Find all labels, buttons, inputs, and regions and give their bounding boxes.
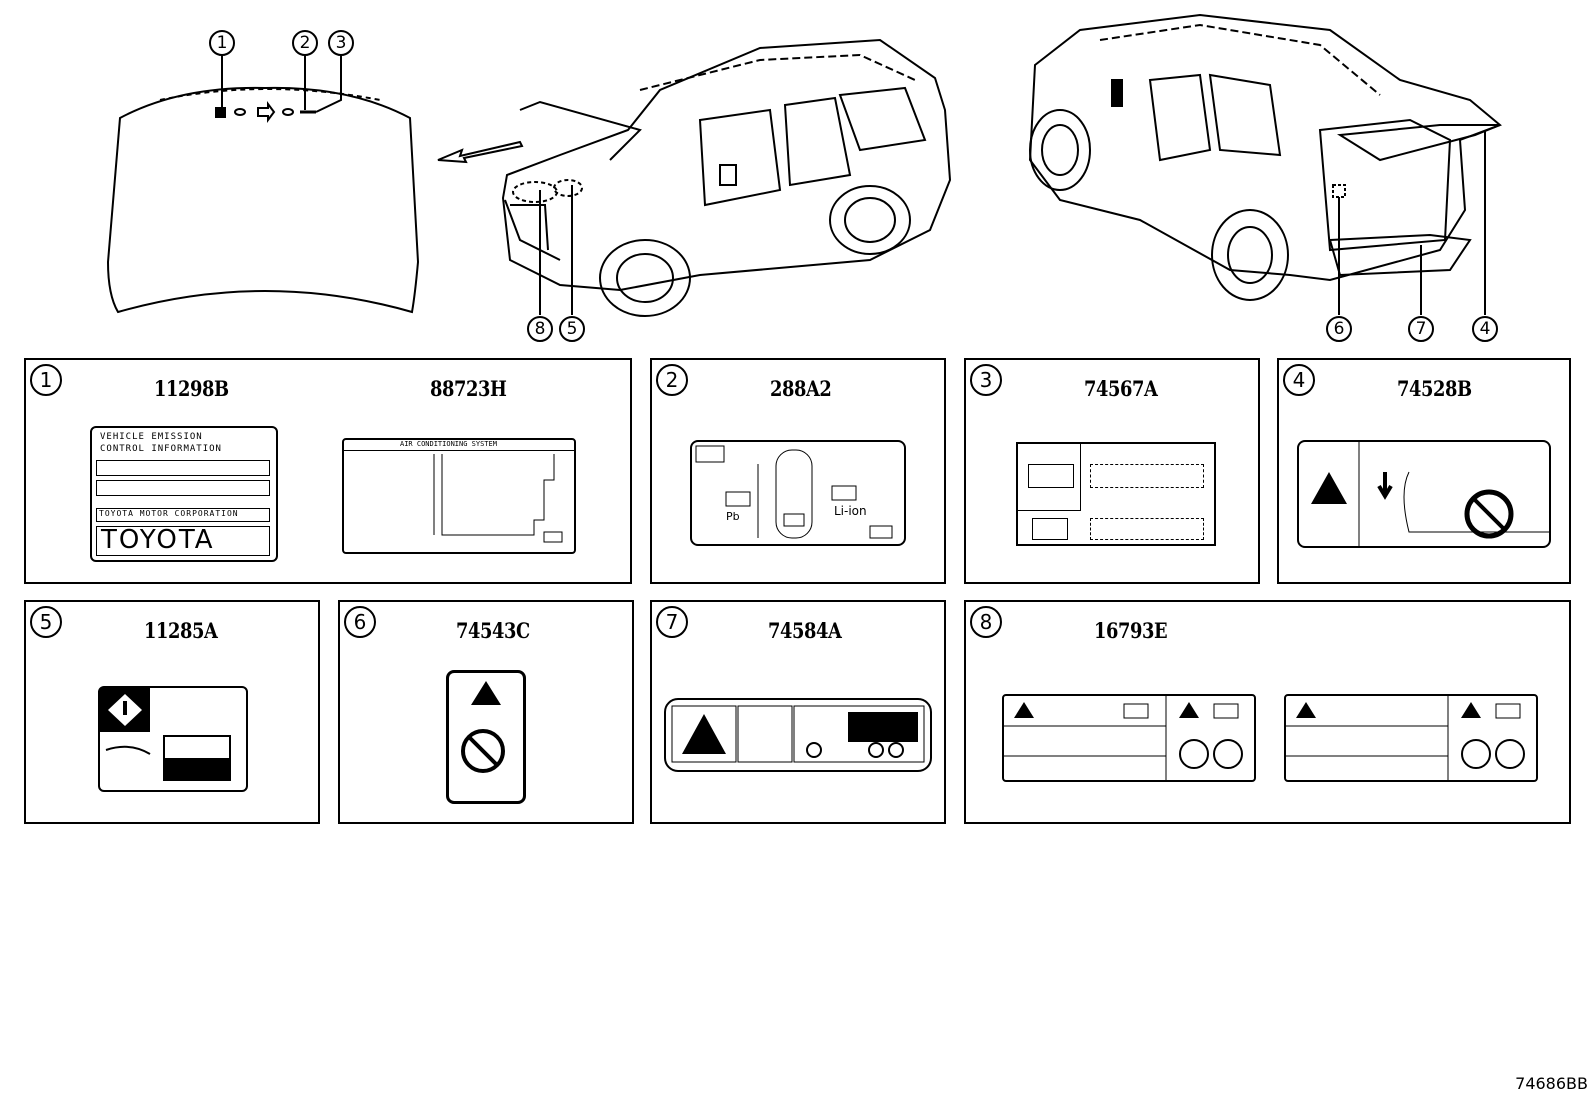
panel-number: 7: [656, 606, 688, 638]
callout-2: 2: [292, 30, 318, 56]
callout-6: 6: [1326, 316, 1352, 342]
panel-3: 3 74567A: [964, 358, 1260, 584]
hood-outline: [106, 86, 420, 314]
panel-7: 7 74584A: [650, 600, 946, 824]
panel-1: 1 11298B 88723H VEHICLE EMISSION CONTROL…: [24, 358, 632, 584]
battery-label: Pb Li-ion: [690, 440, 906, 546]
emission-label-line1: VEHICLE EMISSION: [100, 432, 203, 442]
panel-number: 3: [970, 364, 1002, 396]
panel-5: 5 11285A: [24, 600, 320, 824]
part-number: 11285A: [144, 618, 218, 643]
emission-label: VEHICLE EMISSION CONTROL INFORMATION TOY…: [90, 426, 278, 562]
callout-5: 5: [559, 316, 585, 342]
panel-number: 8: [970, 606, 1002, 638]
emission-label-corp: TOYOTA MOTOR CORPORATION: [99, 509, 239, 518]
rear-vehicle-illustration: [1028, 13, 1502, 315]
tire-label-b: [1284, 694, 1538, 782]
panel-4: 4 74528B: [1277, 358, 1571, 584]
tailgate-warning-label: [1297, 440, 1551, 548]
step-warning-label: [446, 670, 526, 804]
part-number: 74584A: [768, 618, 842, 643]
callout-4: 4: [1472, 316, 1498, 342]
hood-inner-line: [159, 88, 381, 101]
part-number: 16793E: [1094, 618, 1168, 643]
front-vehicle-illustration: [501, 38, 952, 317]
part-number: 74528B: [1397, 376, 1472, 401]
panel-number: 5: [30, 606, 62, 638]
battery-liion-label: Li-ion: [834, 504, 867, 518]
part-number: 288A2: [770, 376, 832, 401]
blank-label: [1016, 442, 1216, 546]
callout-3: 3: [328, 30, 354, 56]
callout-8: 8: [527, 316, 553, 342]
panel-number: 2: [656, 364, 688, 396]
panel-number: 4: [1283, 364, 1315, 396]
callout-7: 7: [1408, 316, 1434, 342]
ac-label-title: AIR CONDITIONING SYSTEM: [400, 440, 497, 448]
ac-label-graphic: [433, 454, 563, 543]
callout-1: 1: [209, 30, 235, 56]
panel-8: 8 16793E: [964, 600, 1571, 824]
direction-arrow: [437, 140, 524, 164]
panel-2: 2 288A2 Pb Li-ion: [650, 358, 946, 584]
part-number: 11298B: [154, 376, 229, 401]
part-number: 74567A: [1084, 376, 1158, 401]
illustration-code: 74686BB: [1515, 1074, 1588, 1093]
emission-label-line2: CONTROL INFORMATION: [100, 444, 222, 454]
part-number: 74543C: [456, 618, 530, 643]
emission-label-brand: TOYOTA: [101, 525, 215, 555]
tire-label-a: [1002, 694, 1256, 782]
part-number: 88723H: [430, 376, 507, 401]
panel-number: 1: [30, 364, 62, 396]
ac-label: AIR CONDITIONING SYSTEM: [342, 438, 576, 554]
towing-label: [664, 698, 932, 772]
battery-pb-label: Pb: [726, 510, 740, 523]
panel-6: 6 74543C: [338, 600, 634, 824]
coolant-warning-label: [98, 686, 248, 792]
panel-number: 6: [344, 606, 376, 638]
